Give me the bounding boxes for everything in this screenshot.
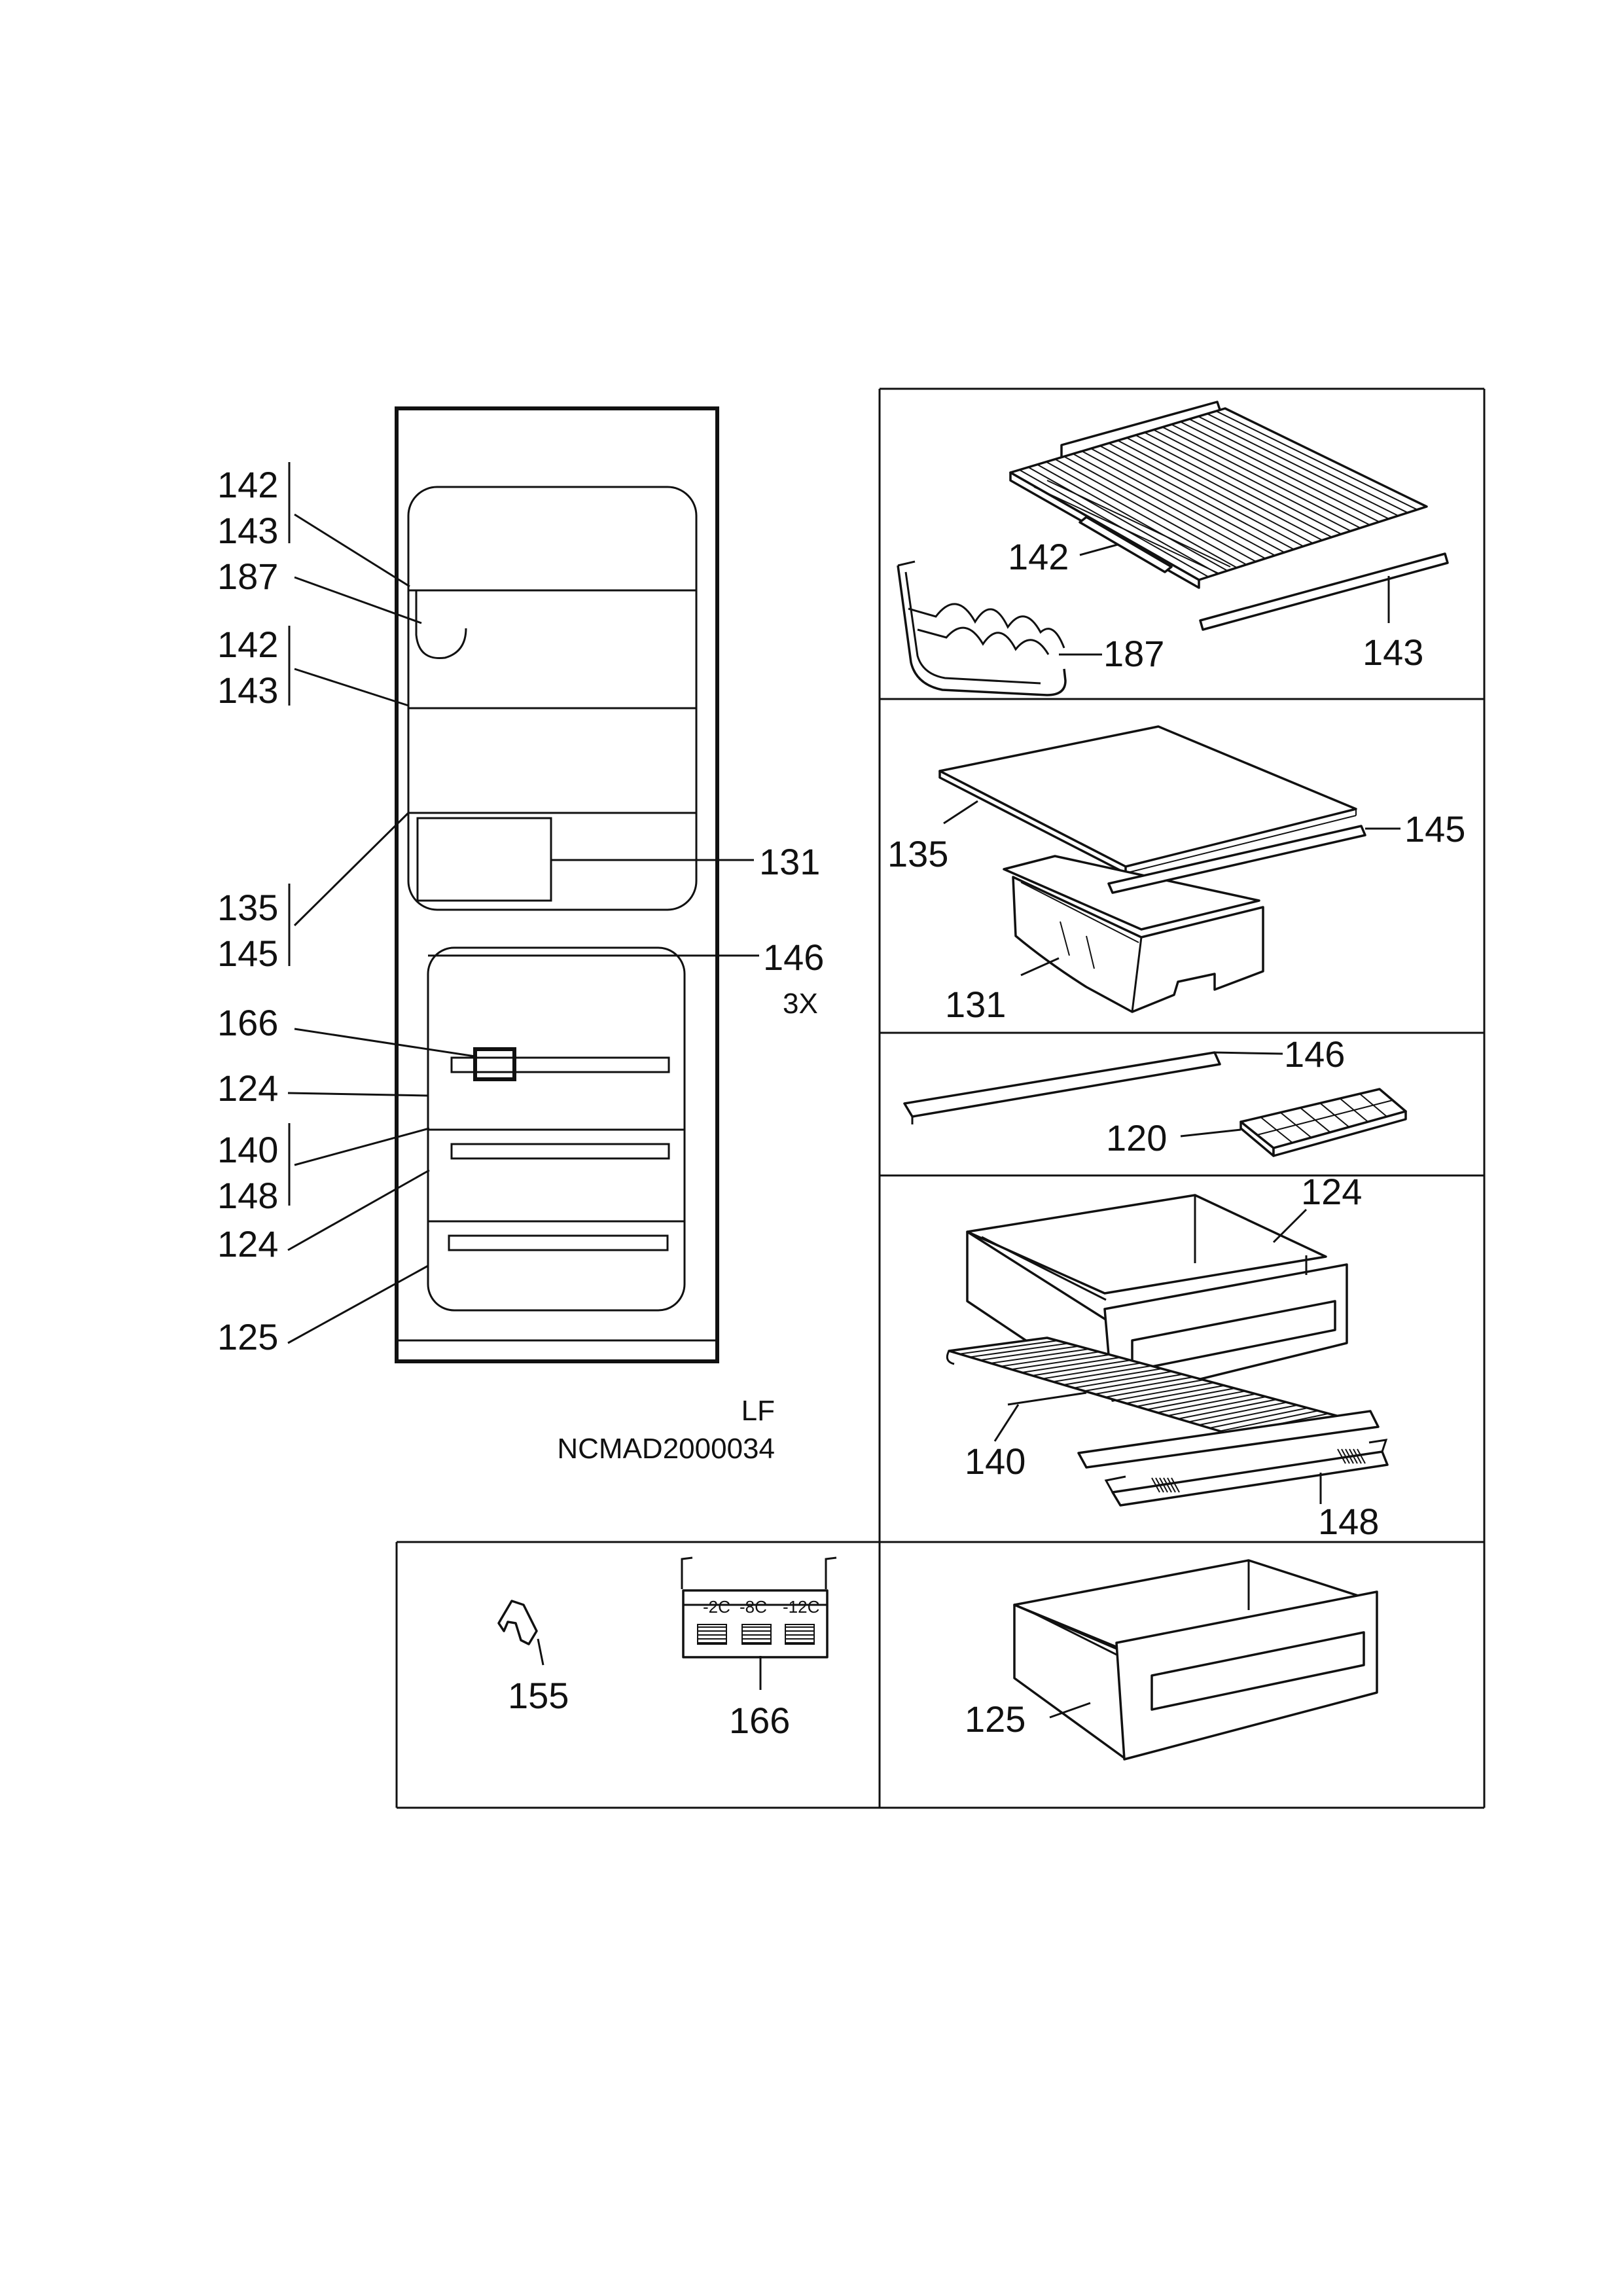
- callout-124: 124: [217, 1067, 278, 1109]
- panel-shelf: 142 187 143: [897, 401, 1449, 696]
- callout-146: 146: [763, 937, 824, 978]
- callout-125: 125: [217, 1316, 278, 1357]
- leader-lines-left: [287, 513, 759, 1344]
- callout-140: 140: [217, 1129, 278, 1170]
- temp-label: -12C: [783, 1597, 819, 1617]
- panel-trim-icetray: 146 120: [903, 1033, 1407, 1158]
- callout-166: 166: [217, 1002, 278, 1043]
- callout-131: 131: [759, 841, 820, 882]
- callout-124: 124: [217, 1223, 278, 1265]
- panel-drawer-125: 125: [965, 1559, 1378, 1761]
- part-label-125: 125: [965, 1698, 1026, 1740]
- temp-label: -2C: [703, 1597, 730, 1617]
- part-label-143: 143: [1363, 632, 1423, 673]
- callout-143: 143: [217, 670, 278, 711]
- part-label-142: 142: [1008, 536, 1069, 577]
- callout-143: 143: [217, 510, 278, 551]
- temp-label: -8C: [740, 1597, 767, 1617]
- callout-148: 148: [217, 1175, 278, 1216]
- model-line-2: NCMAD2000034: [557, 1433, 775, 1465]
- callout-145: 145: [217, 933, 278, 974]
- panel-crisper: 135 145 131: [887, 725, 1465, 1025]
- callout-142: 142: [217, 464, 278, 505]
- panel-small-parts: 155 -2C -8C -12C 166: [497, 1556, 837, 1741]
- callout-142: 142: [217, 624, 278, 665]
- callout-labels-left: 142 143 187 142 143 131 135 145 146 3X 1…: [217, 464, 824, 1357]
- callout-quantity: 3X: [783, 988, 818, 1020]
- part-label-131: 131: [945, 984, 1006, 1025]
- panel-frames: [395, 387, 1486, 1809]
- callout-135: 135: [217, 887, 278, 928]
- part-label-155: 155: [508, 1675, 569, 1716]
- part-label-148: 148: [1318, 1501, 1379, 1542]
- part-label-187: 187: [1103, 633, 1164, 674]
- part-label-124: 124: [1301, 1171, 1362, 1212]
- part-label-145: 145: [1404, 808, 1465, 850]
- part-label-135: 135: [887, 833, 948, 874]
- part-label-146: 146: [1284, 1033, 1345, 1075]
- cabinet-overview: [395, 406, 719, 1363]
- part-label-140: 140: [965, 1441, 1026, 1482]
- model-code: LF NCMAD2000034: [557, 1395, 775, 1465]
- part-label-120: 120: [1106, 1117, 1167, 1158]
- panel-drawer-124: 124 140 148: [946, 1171, 1389, 1542]
- model-line-1: LF: [741, 1395, 775, 1427]
- callout-187: 187: [217, 556, 278, 597]
- part-label-166: 166: [729, 1700, 790, 1741]
